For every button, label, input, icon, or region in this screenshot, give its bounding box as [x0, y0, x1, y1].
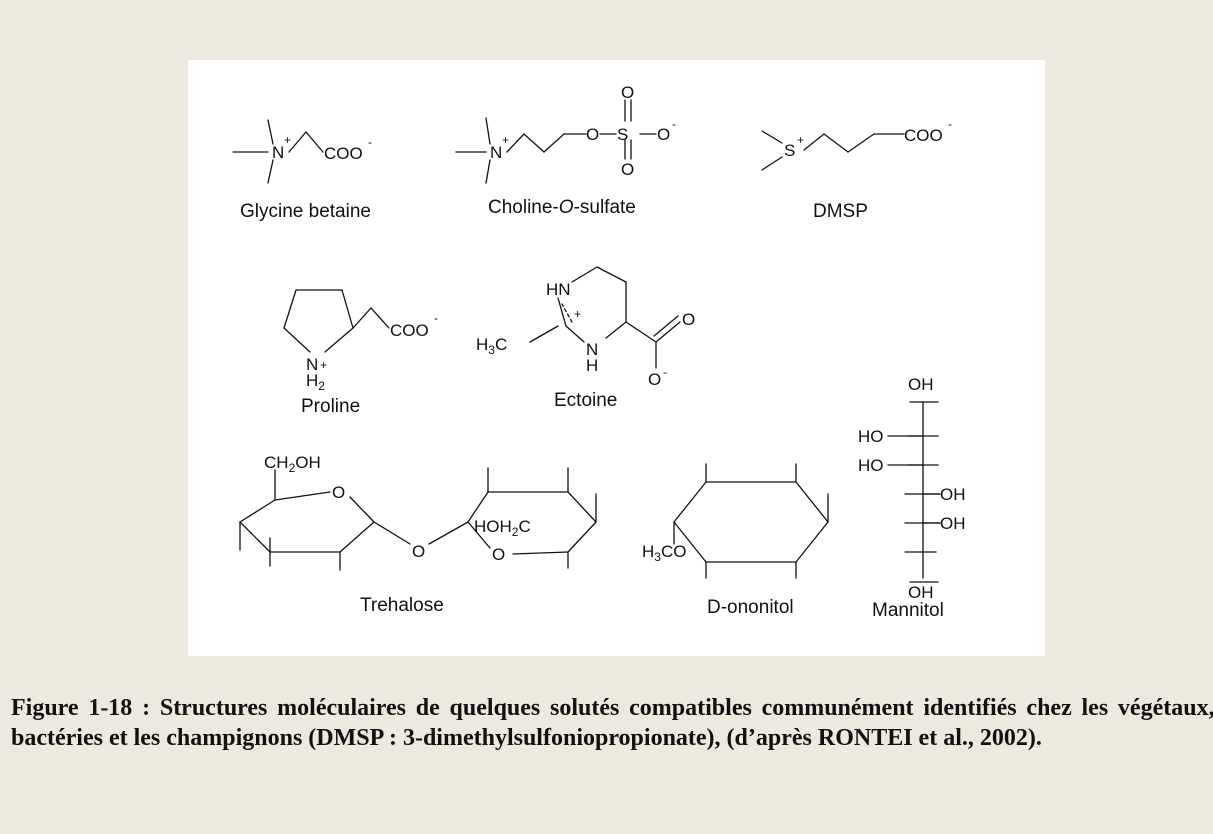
- label-mannitol: Mannitol: [872, 600, 944, 621]
- atom-o: O: [332, 483, 345, 502]
- atom-h: H: [586, 356, 598, 375]
- d-ononitol-structure: H3CO D-ononitol: [642, 463, 829, 618]
- atom-oh: OH: [940, 514, 966, 533]
- label-glycine-betaine: Glycine betaine: [240, 201, 371, 222]
- atom-ch2oh: CH2OH: [264, 453, 321, 475]
- atom-h2: H2: [306, 371, 325, 393]
- atom-o: O: [657, 125, 670, 144]
- atom-o: O: [621, 160, 634, 179]
- atom-coo: COO: [904, 126, 943, 145]
- atom-o: O: [648, 370, 661, 389]
- label-dmsp: DMSP: [813, 201, 868, 222]
- proline-structure: N + H2 COO - Proline: [283, 289, 438, 417]
- ectoine-structure: HN + N H H3C O O - Ectoine: [476, 266, 695, 411]
- charge-minus: -: [663, 365, 667, 379]
- trehalose-structure: CH2OH O O O HOH2C Trehalose: [239, 453, 597, 616]
- charge-plus: +: [320, 358, 327, 372]
- charge-minus: -: [434, 311, 438, 325]
- atom-s: S: [784, 141, 795, 160]
- charge-plus: +: [284, 133, 291, 147]
- atom-hoh2c: HOH2C: [474, 517, 531, 539]
- glycine-betaine-structure: N + COO - Glycine betaine: [232, 119, 372, 222]
- atom-oh: OH: [908, 375, 934, 394]
- label-ectoine: Ectoine: [554, 390, 617, 411]
- atom-n: N: [306, 355, 318, 374]
- atom-o: O: [412, 542, 425, 561]
- mannitol-structure: OH HO HO OH OH OH Mannitol: [858, 375, 966, 621]
- atom-coo: COO: [324, 144, 363, 163]
- atom-o: O: [682, 310, 695, 329]
- atom-coo: COO: [390, 321, 429, 340]
- atom-h3co: H3CO: [642, 542, 686, 564]
- figure-panel: N + COO - Glycine betaine N + O S O O O …: [188, 60, 1045, 656]
- charge-plus: +: [574, 307, 581, 321]
- atom-ho: HO: [858, 456, 884, 475]
- atom-n: N: [490, 143, 502, 162]
- atom-oh: OH: [940, 485, 966, 504]
- atom-o: O: [586, 125, 599, 144]
- charge-minus: -: [948, 117, 952, 131]
- figure-caption: Figure 1-18 : Structures moléculaires de…: [11, 695, 1213, 751]
- charge-minus: -: [672, 117, 676, 131]
- choline-o-sulfate-structure: N + O S O O O - Choline-O-sulfate: [455, 83, 676, 218]
- charge-plus: +: [797, 133, 804, 147]
- atom-o: O: [492, 545, 505, 564]
- charge-plus: +: [502, 133, 509, 147]
- atom-h3c: H3C: [476, 335, 507, 357]
- atom-o: O: [621, 83, 634, 102]
- atom-n: N: [272, 143, 284, 162]
- atom-s: S: [617, 125, 628, 144]
- label-proline: Proline: [301, 396, 360, 417]
- label-choline-o-sulfate: Choline-O-sulfate: [488, 197, 636, 218]
- label-d-ononitol: D-ononitol: [707, 597, 794, 618]
- atom-oh: OH: [908, 583, 934, 602]
- molecular-structures-diagram: N + COO - Glycine betaine N + O S O O O …: [232, 83, 966, 621]
- label-trehalose: Trehalose: [360, 595, 444, 616]
- atom-n: N: [586, 340, 598, 359]
- atom-ho: HO: [858, 427, 884, 446]
- atom-hn: HN: [546, 280, 571, 299]
- dmsp-structure: S + COO - DMSP: [761, 117, 952, 222]
- charge-minus: -: [368, 135, 372, 149]
